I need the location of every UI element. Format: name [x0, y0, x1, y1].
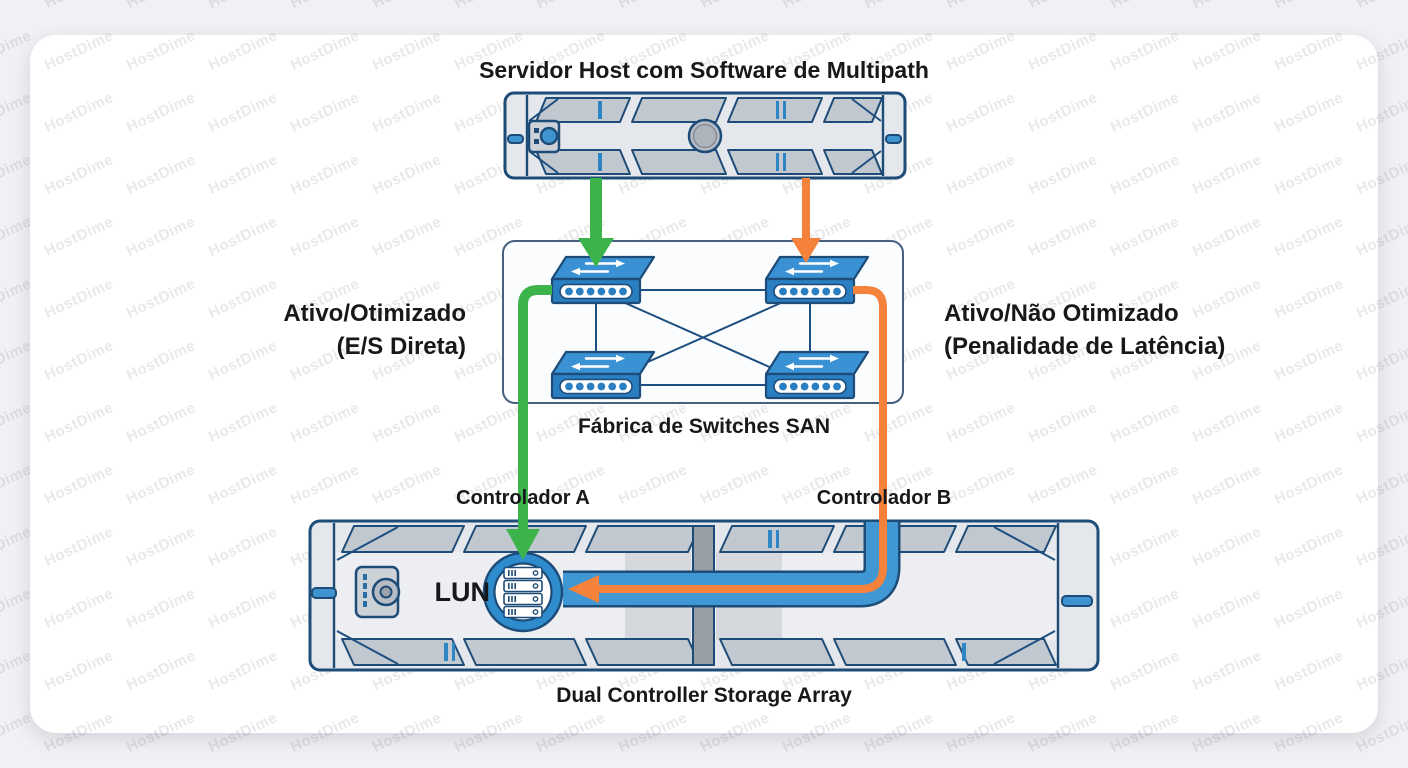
server-handle-left	[507, 134, 524, 144]
lun-circle	[482, 551, 564, 633]
san-switch-top-left	[550, 255, 656, 305]
non-optimized-path-label-line2: (Penalidade de Latência)	[944, 333, 1226, 360]
non-optimized-path-label-line1: Ativo/Não Otimizado	[944, 300, 1179, 327]
storage-array-label: Dual Controller Storage Array	[556, 684, 852, 707]
optimized-path-label-line1: Ativo/Otimizado	[283, 300, 466, 327]
server-bottom-vents	[535, 149, 883, 175]
array-handle-left	[311, 587, 337, 599]
array-bottom-vents	[341, 638, 1057, 666]
server-power-button	[539, 126, 559, 146]
server-handle-right	[885, 134, 902, 144]
optimized-path-label-line2: (E/S Direta)	[336, 333, 466, 360]
optimized-path-arrow	[506, 178, 614, 560]
san-fabric-box	[502, 240, 904, 404]
array-handle-right	[1061, 595, 1093, 607]
server-top-vents	[535, 97, 883, 123]
host-server-illustration	[503, 91, 907, 180]
optimized-path-label: Ativo/Otimizado (E/S Direta)	[283, 297, 466, 363]
controller-b-label: Controlador B	[816, 487, 952, 509]
san-switch-top-right	[764, 255, 870, 305]
lun-storage-icon	[503, 566, 543, 619]
non-optimized-path-label: Ativo/Não Otimizado (Penalidade de Latên…	[944, 297, 1225, 363]
array-top-vents	[341, 525, 1057, 553]
host-server-title: Servidor Host com Software de Multipath	[479, 57, 929, 83]
san-switch-bottom-left	[550, 350, 656, 400]
san-fabric-label: Fábrica de Switches SAN	[577, 415, 831, 438]
lun-label: LUN	[434, 577, 491, 607]
controller-a-label: Controlador A	[456, 487, 590, 509]
non-optimized-path-arrow	[568, 178, 887, 603]
san-switch-bottom-right	[764, 350, 870, 400]
